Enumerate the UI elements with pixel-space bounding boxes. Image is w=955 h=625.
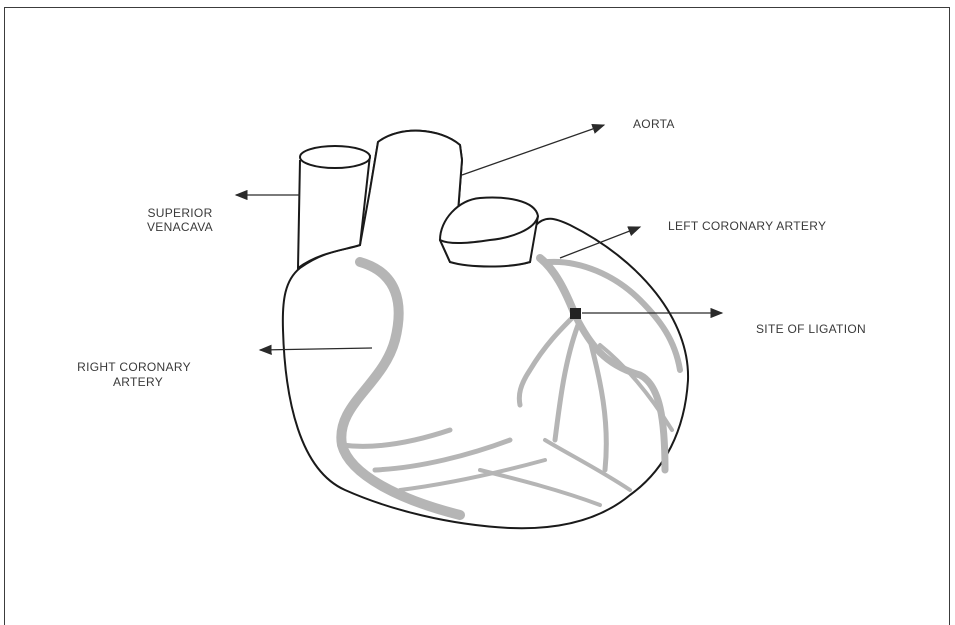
label-right-coronary-artery-line2: ARTERY	[113, 375, 163, 389]
ligation-marker	[570, 308, 581, 319]
label-left-coronary-artery: LEFT CORONARY ARTERY	[668, 219, 826, 233]
label-superior-venacava-line1: SUPERIOR	[147, 206, 212, 220]
aorta-arrow	[462, 125, 604, 175]
label-superior-venacava-line2: VENACAVA	[147, 220, 213, 234]
label-aorta: AORTA	[633, 117, 675, 131]
label-right-coronary-artery-line1: RIGHT CORONARY	[77, 360, 191, 374]
label-site-of-ligation: SITE OF LIGATION	[756, 322, 866, 336]
